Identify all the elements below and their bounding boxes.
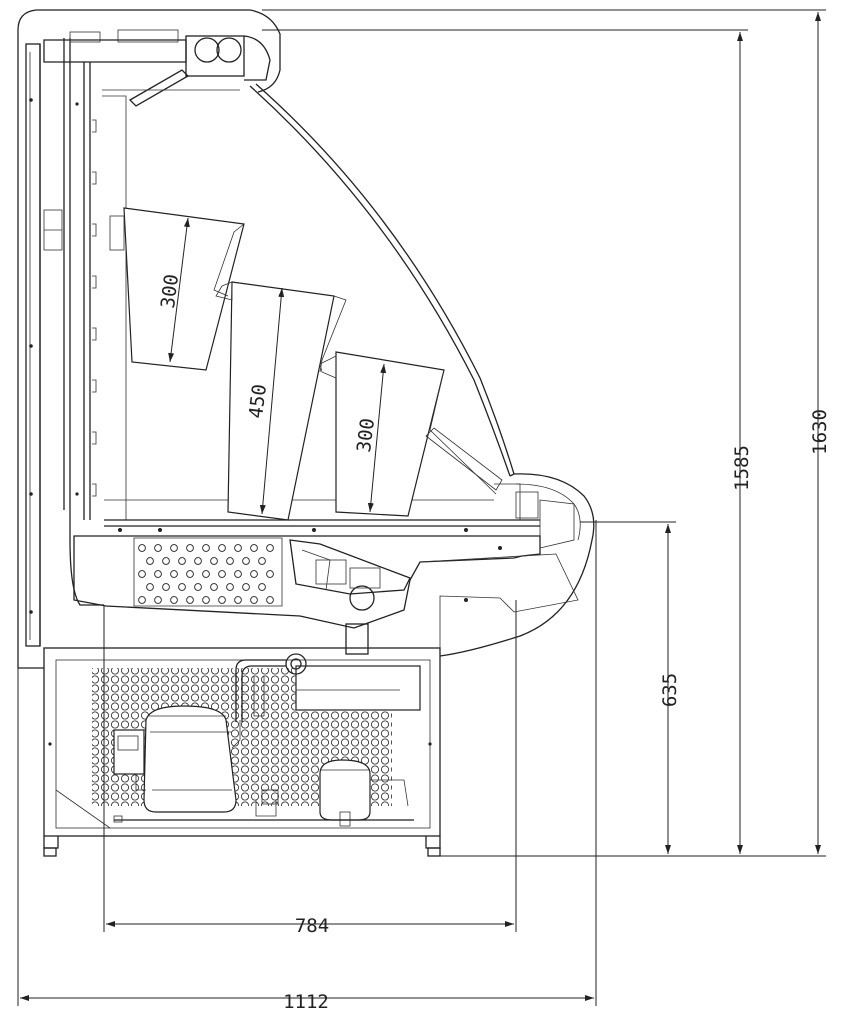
cabinet-outline: [17, 9, 281, 669]
dim-total-height-label: 1630: [809, 409, 831, 455]
shelf-lower-depth-label: 300: [353, 417, 379, 454]
dim-inner-height-label: 1585: [731, 445, 753, 491]
dim-total-depth-label: 1112: [283, 991, 329, 1013]
machine-compartment: [43, 647, 441, 857]
dim-deck-height-label: 635: [659, 673, 681, 707]
evaporator-holes: [138, 544, 274, 604]
shelf-top-depth-label: 300: [157, 273, 183, 310]
dim-inner-depth-label: 784: [295, 915, 329, 937]
dimension-lines: 1630 1585 635 784 1112: [17, 9, 831, 1013]
front-glass: [249, 83, 595, 657]
shelf-middle: 450: [215, 281, 347, 521]
deck-tray: [73, 483, 579, 656]
shelf-middle-depth-label: 450: [245, 383, 271, 420]
shelf-top: 300: [109, 207, 245, 371]
shelf-lower: 300: [319, 351, 503, 517]
